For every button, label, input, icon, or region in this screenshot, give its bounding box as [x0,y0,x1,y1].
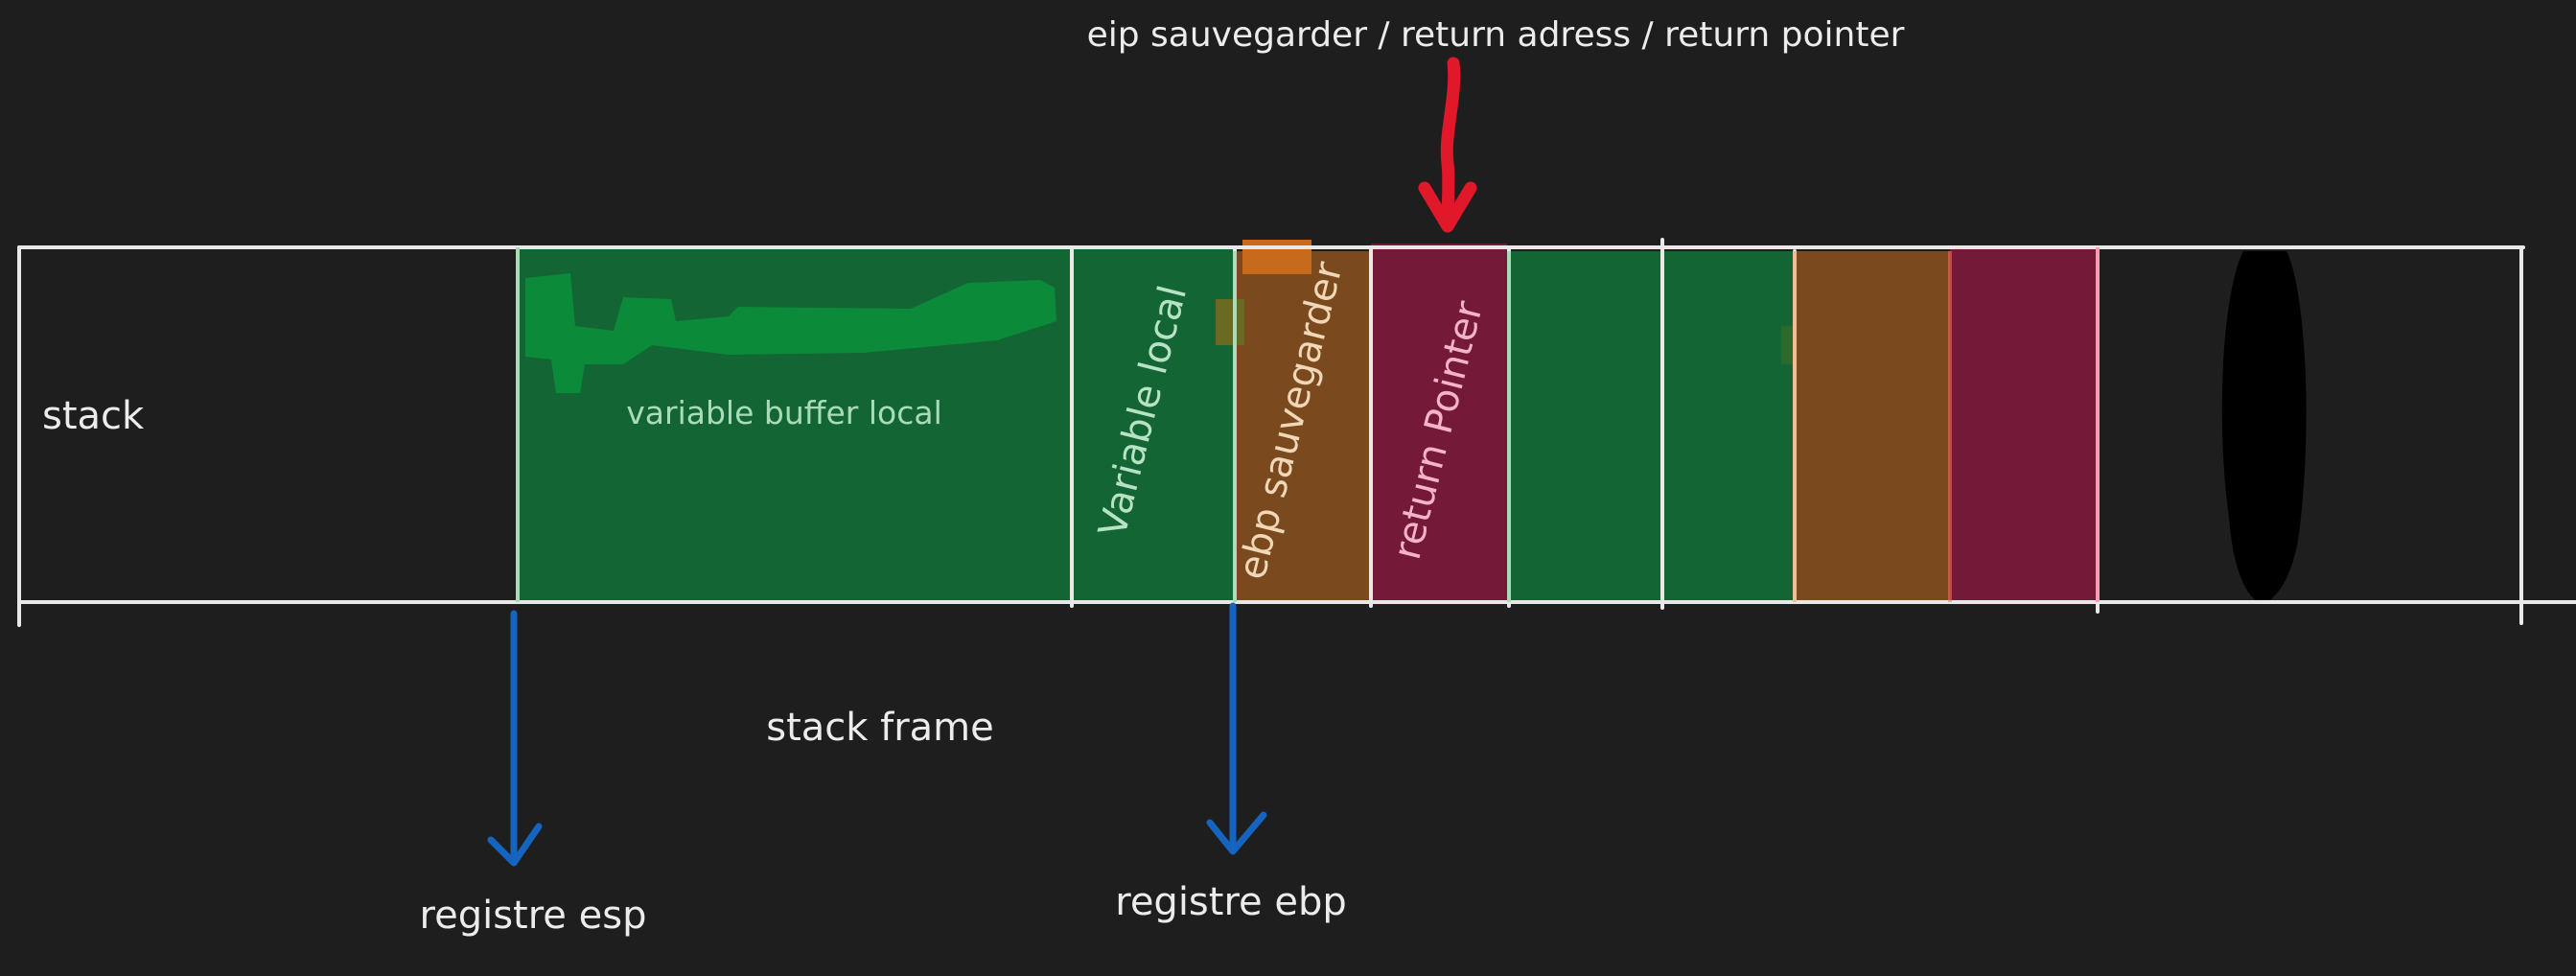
stack-cells [518,240,2307,604]
variable-local-cell [1072,247,1235,602]
ebp-saved-cell [1237,251,1369,602]
ebp-saved-highlight-2 [1216,299,1244,345]
next-green-cell-1 [1509,251,1662,602]
buffer-label: variable buffer local [626,394,941,431]
ebp-saved-highlight [1242,240,1311,274]
cell-edge-tints [516,247,2100,602]
esp-label: registre esp [420,894,647,938]
next-green-cell-2 [1662,251,1795,602]
ebp-arrow [1206,602,1267,855]
ink-blob [2221,251,2307,604]
return-pointer-cell [1371,244,1507,602]
next-brown-cell [1797,251,1950,602]
stack-label: stack [42,394,145,438]
ebp-label: registre ebp [1115,880,1346,924]
top-annotation: eip sauvegarder / return adress / return… [1087,15,1905,55]
next-crimson-cell [1950,247,2096,602]
esp-arrow [487,610,543,867]
buffer-scribble [525,273,1056,393]
stack-frame-label: stack frame [766,706,994,750]
red-arrow [1418,57,1477,233]
